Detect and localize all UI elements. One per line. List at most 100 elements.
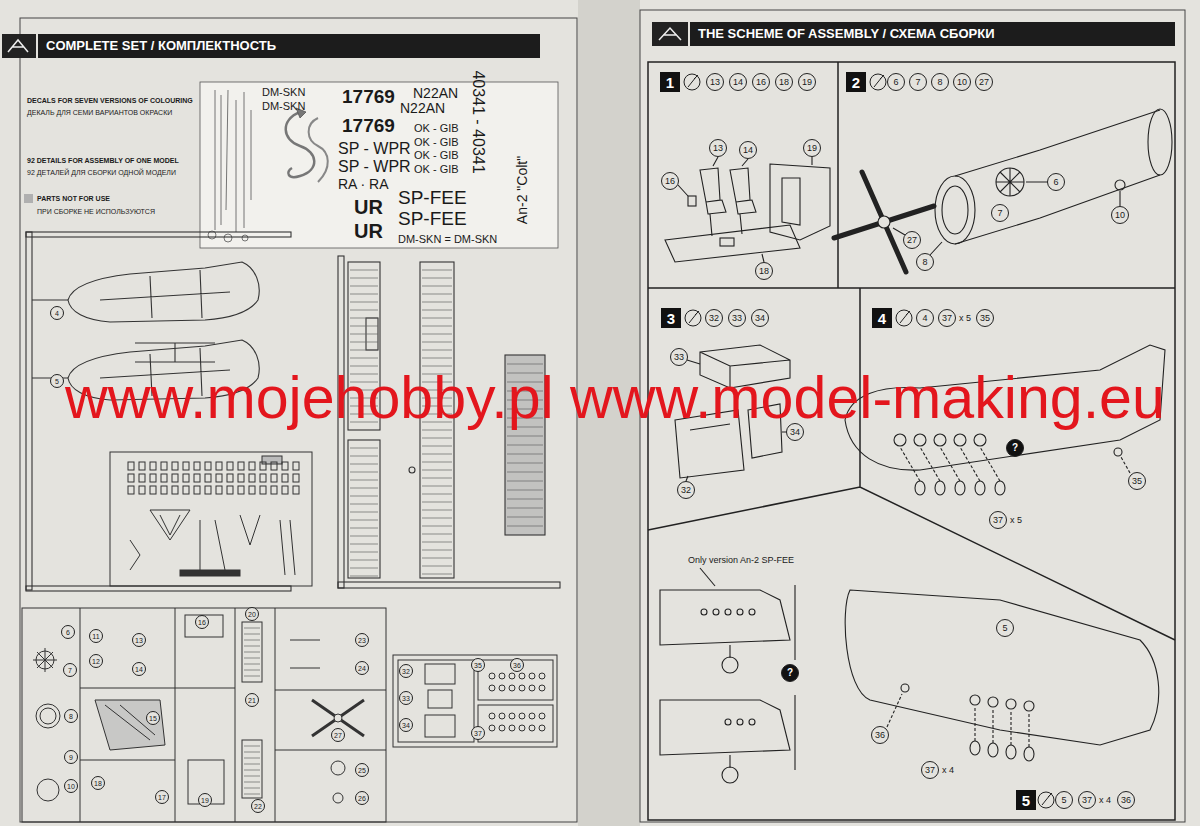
- wing-ribs: [422, 478, 452, 479]
- step-number: 1: [660, 72, 680, 92]
- canopy-sprue: [393, 655, 557, 747]
- small-parts-sprue: [110, 452, 312, 586]
- wing-ribs: [244, 788, 260, 789]
- header-text: THE SCHEME OF ASSEMBLY / СХЕМА СБОРКИ: [698, 22, 1167, 46]
- callout-number: 13: [713, 144, 723, 153]
- callout-circle: [954, 74, 971, 91]
- small-parts: [194, 486, 200, 494]
- wing-ribs: [244, 664, 260, 665]
- wing-ribs: [422, 542, 452, 543]
- small-parts: [161, 486, 167, 494]
- callout-circle: [356, 634, 369, 647]
- small-parts-sprue: [130, 510, 295, 575]
- step-number: 3: [661, 308, 681, 328]
- fuselage-side: [1024, 747, 1034, 761]
- wing-ribs: [422, 566, 452, 567]
- fuselage-side: [934, 434, 946, 446]
- wing-ribs: [244, 640, 260, 641]
- wing-ribs: [422, 510, 452, 511]
- wing-ribs: [244, 746, 260, 794]
- engine-parts: [996, 168, 1024, 196]
- small-parts: [194, 462, 200, 470]
- note-text: Only version An-2 SP-FEE: [688, 556, 794, 565]
- callout-circle: [356, 764, 369, 777]
- wing-sprue: [348, 440, 380, 578]
- nose-views: [725, 719, 731, 725]
- callout-circle: [51, 307, 64, 320]
- small-parts: [271, 486, 277, 494]
- small-parts: [128, 462, 134, 470]
- wing-ribs: [422, 438, 452, 439]
- part-number: 19: [201, 797, 209, 804]
- fuselage-sprue: [26, 586, 291, 591]
- callout-circle: [1048, 174, 1065, 191]
- fuselage-side: [995, 481, 1005, 495]
- wing-ribs: [244, 646, 260, 647]
- callout-number: 27: [907, 236, 917, 245]
- engine-parts: [834, 172, 934, 272]
- fuselage-sprue: [68, 262, 259, 322]
- wing-ribs: [350, 334, 378, 335]
- callout-circle: [997, 620, 1014, 637]
- detail-sprue: [37, 779, 59, 801]
- callout-circle: [62, 626, 75, 639]
- wing-ribs: [507, 517, 543, 518]
- small-parts: [238, 486, 244, 494]
- small-parts: [172, 486, 178, 494]
- lens-parts: [539, 713, 545, 719]
- callout-circle: [199, 794, 212, 807]
- step-number: 2: [846, 72, 866, 92]
- fuselage-side: [1114, 448, 1122, 456]
- wing-ribs: [350, 310, 378, 311]
- callout-number: 14: [743, 146, 753, 155]
- callout-circle: [51, 375, 64, 388]
- cockpit-parts: [665, 225, 800, 262]
- step-number: 5: [1016, 790, 1036, 810]
- detail-sprue: [290, 640, 320, 668]
- decal-text: DM-SKN: [262, 87, 305, 98]
- question-mark: ?: [787, 668, 793, 678]
- small-parts: [249, 486, 255, 494]
- callout-number: 27: [979, 78, 989, 87]
- decal-text: OK - GIB: [414, 137, 459, 148]
- lens-parts: [499, 713, 505, 719]
- canopy-sprue: [398, 660, 474, 742]
- small-parts: [260, 474, 266, 482]
- callout-number: 18: [779, 78, 789, 87]
- detail-sprue: [22, 608, 386, 822]
- callout-circle: [356, 662, 369, 675]
- small-parts: [150, 486, 156, 494]
- detail-sprue: [188, 760, 224, 804]
- callout-circle: [92, 777, 105, 790]
- wing-ribs: [422, 278, 452, 279]
- fuselage-side: [954, 434, 966, 446]
- nose-views: [660, 700, 790, 755]
- decal-text: DM-SKN: [262, 101, 305, 112]
- callout-circle: [872, 727, 889, 744]
- wing-ribs: [422, 350, 452, 351]
- callout-circle: [156, 791, 169, 804]
- small-parts-sprue: [110, 452, 312, 586]
- small-parts-sprue: [180, 570, 240, 576]
- wing-ribs: [244, 628, 260, 676]
- cockpit-parts: [720, 238, 734, 246]
- glue-icon: [1038, 792, 1054, 808]
- engine-parts: [955, 110, 1160, 244]
- small-parts: [128, 462, 299, 494]
- detail-sprue: [185, 615, 223, 637]
- legend-swatch: [24, 194, 33, 203]
- panel-borders: [648, 62, 1175, 820]
- watermark: www.mojehobby.pl www.model-making.eu: [65, 368, 1165, 427]
- decal-text: 40341 - 40341: [470, 70, 486, 173]
- wing-ribs: [422, 486, 452, 487]
- wing-sprue: [409, 467, 415, 473]
- wing-ribs: [244, 658, 260, 659]
- wing-ribs: [350, 294, 378, 295]
- callout-circle: [917, 254, 934, 271]
- glue-icon: [896, 310, 912, 326]
- wing-ribs: [350, 448, 378, 576]
- wing-ribs: [350, 358, 378, 359]
- callout-circle: [977, 310, 994, 327]
- small-parts: [128, 486, 134, 494]
